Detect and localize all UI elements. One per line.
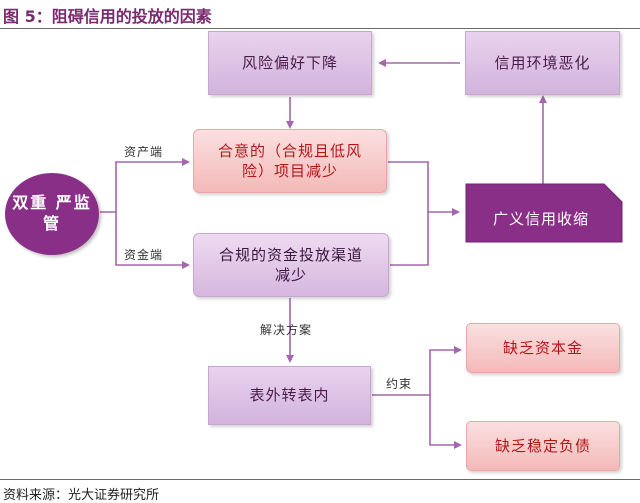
- node-dual-strict-supervision: 双重 严监 管: [5, 173, 99, 255]
- source-note: 资料来源：光大证券研究所: [3, 488, 160, 503]
- arrow-solution-to-liabilities: [429, 395, 462, 449]
- top-rule: [0, 28, 640, 29]
- arrow-solution-to-capital: [372, 346, 462, 396]
- edge-label-constraint: 约束: [386, 377, 413, 391]
- arrow-supervision-to-funding: [115, 212, 190, 269]
- node-compliant-projects-decrease: 合意的（合规且低风 险）项目减少: [193, 129, 387, 193]
- figure-title: 图 5：阻碍信用的投放的因素: [3, 7, 212, 26]
- arrow-assets-to-contraction: [388, 161, 460, 216]
- node-credit-environment-worsening: 信用环境恶化: [465, 31, 620, 95]
- edge-label-asset-side: 资产端: [124, 145, 164, 159]
- node-off-to-on-balance-sheet: 表外转表内: [208, 366, 371, 425]
- node-funding-channels-decrease: 合规的资金投放渠道 减少: [193, 233, 389, 297]
- bottom-rule: [0, 479, 640, 480]
- node-lack-of-capital: 缺乏资本金: [466, 323, 620, 373]
- node-risk-appetite-decline: 风险偏好下降: [208, 31, 372, 95]
- credit-contraction-banner: [465, 183, 623, 243]
- edge-label-solution: 解决方案: [260, 323, 313, 337]
- node-broad-credit-contraction: 广义信用收缩: [492, 209, 589, 228]
- node-lack-of-stable-liabilities: 缺乏稳定负债: [466, 421, 620, 471]
- edge-label-fund-side: 资金端: [124, 248, 164, 262]
- arrow-funding-to-contraction: [390, 212, 429, 266]
- arrow-supervision-to-assets: [100, 158, 190, 213]
